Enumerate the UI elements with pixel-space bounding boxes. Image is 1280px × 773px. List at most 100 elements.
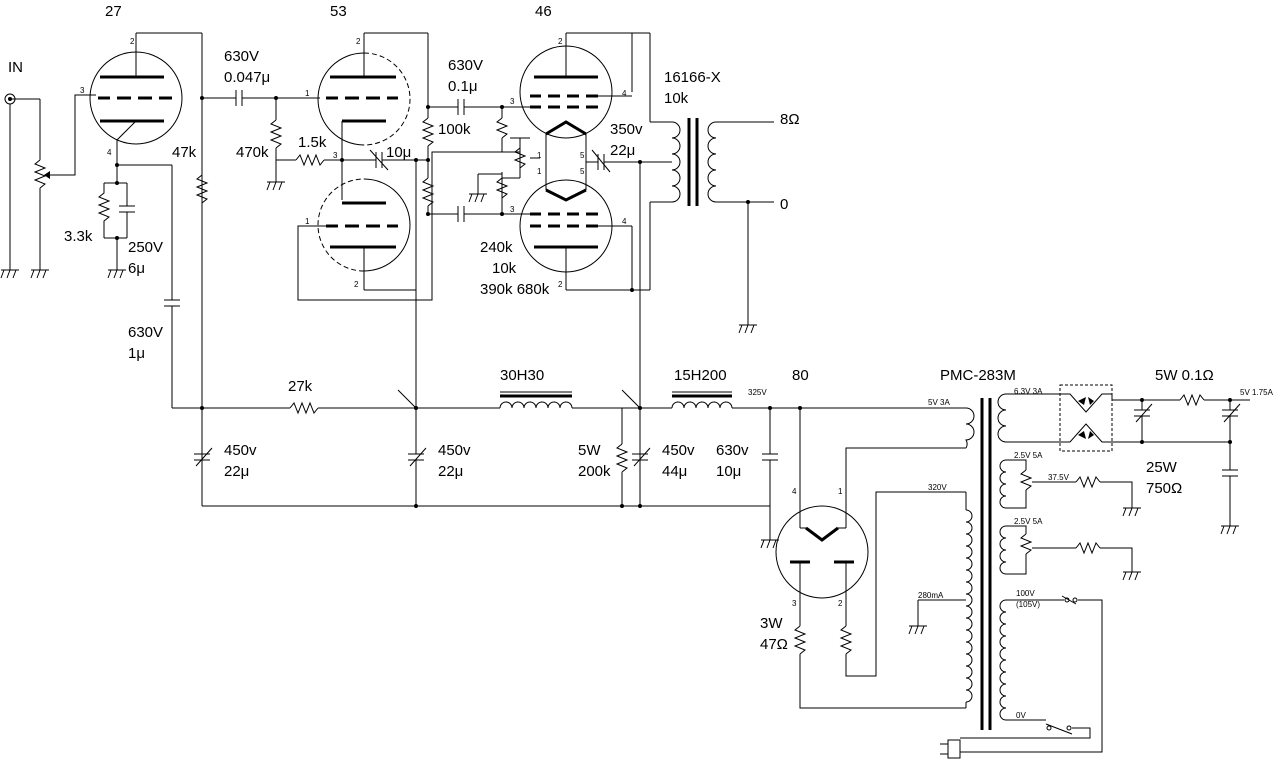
pin-label: 1: [537, 151, 542, 160]
c-630v-10u: [762, 408, 778, 540]
c-22u-label: 22μ: [438, 463, 463, 480]
r-10k-label: 10k: [492, 260, 517, 277]
c-1u-label: 1μ: [128, 345, 145, 362]
c-630v-0047u: [200, 90, 320, 106]
r-100k-plates: [414, 117, 435, 408]
pri-100v-label: 100V: [1016, 589, 1035, 598]
c-44u-label: 44μ: [662, 463, 687, 480]
h-25v-a-label: 2.5V 5A: [1014, 451, 1043, 460]
ground-symbol: [1122, 507, 1141, 517]
pri-105v-label: (105V): [1016, 600, 1040, 609]
ground-symbol: [1122, 571, 1141, 581]
c-630v-label: 630V: [128, 324, 163, 341]
ground-symbol: [468, 193, 487, 203]
ground-symbol: [738, 324, 757, 334]
tube-46-lower: [519, 179, 650, 292]
r-470k-label: 470k: [236, 144, 269, 161]
c-22u-label: 22μ: [610, 142, 635, 159]
r-240k-label: 240k: [480, 239, 513, 256]
r-1k5-label: 1.5k: [298, 134, 327, 151]
r-200k-label: 200k: [578, 463, 611, 480]
h-25v-b-label: 2.5V 5A: [1014, 517, 1043, 526]
r-47k-plate: [195, 174, 209, 204]
c-filter-5v-a: [1134, 398, 1153, 444]
c-350v-label: 350v: [610, 121, 643, 138]
r-750ohm-label: 750Ω: [1146, 480, 1182, 497]
ground-symbol: [0, 269, 19, 279]
c-450v-label: 450v: [224, 442, 257, 459]
r-3w-label: 3W: [760, 615, 783, 632]
pri-0v-label: 0V: [1016, 711, 1026, 720]
ground-symbol: [908, 625, 927, 635]
r-25w-label: 25W: [1146, 459, 1178, 476]
pin-label: 3: [333, 151, 338, 160]
tube-46-label: 46: [535, 3, 552, 20]
bridge-rectifier: [1059, 384, 1230, 452]
c-filter-5v-b: [1222, 398, 1241, 526]
ground-symbol: [30, 269, 49, 279]
pin-label: 5: [580, 151, 585, 160]
pin-label: 2: [354, 280, 359, 289]
b-plus-rail: [172, 389, 966, 508]
ot-model-label: 16166-X: [664, 69, 721, 86]
pin-label: 4: [107, 148, 112, 157]
h-63v-label: 6.3V 3A: [1014, 387, 1043, 396]
c-01u-label: 0.1μ: [448, 78, 478, 95]
choke-30h30-label: 30H30: [500, 367, 544, 384]
input-label: IN: [8, 59, 23, 76]
c-630v-1u: [164, 165, 180, 408]
pt-model-label: PMC-283M: [940, 367, 1016, 384]
tube-27-label: 27: [105, 3, 122, 20]
c-450v-44u: [632, 408, 651, 506]
tube-53-upper: [317, 32, 429, 200]
ot-impedance-label: 10k: [664, 90, 689, 107]
c-22u-label: 22μ: [224, 463, 249, 480]
c-450v-label: 450v: [662, 442, 695, 459]
pin-label: 3: [510, 97, 515, 106]
pin-label: 2: [130, 37, 135, 46]
v-375-label: 37.5V: [1048, 473, 1070, 482]
tube-46-upper: [519, 32, 633, 190]
ground-symbol: [107, 269, 126, 279]
ground-symbol: [760, 539, 779, 549]
c-10u-label: 10μ: [386, 144, 411, 161]
tube-27: [89, 32, 203, 506]
c-630v-label: 630V: [224, 48, 259, 65]
ct-280ma-label: 280mA: [918, 591, 944, 600]
ground-symbol: [1220, 525, 1239, 535]
r-5w-200k: [615, 408, 629, 506]
c-6u-label: 6μ: [128, 260, 145, 277]
pin-label: 1: [305, 89, 310, 98]
tube-80: [775, 408, 966, 709]
output-transformer: [632, 32, 774, 506]
cathode-27: [97, 163, 172, 270]
c-lower-coupling: [426, 206, 540, 222]
tube-80-label: 80: [792, 367, 809, 384]
r-5w-01ohm-label: 5W 0.1Ω: [1155, 367, 1214, 384]
r-100k-label: 100k: [438, 121, 471, 138]
c-0047u-label: 0.047μ: [224, 69, 270, 86]
pin-label: 2: [558, 37, 563, 46]
r-3k3-label: 3.3k: [64, 228, 93, 245]
c-450v-22u-a: [194, 408, 213, 506]
pin-label: 2: [838, 599, 843, 608]
ground-symbol: [266, 181, 285, 191]
r-5w-01ohm: [1179, 393, 1250, 407]
pin-label: 4: [792, 487, 797, 496]
pin-label: 1: [305, 217, 310, 226]
r-5w-label: 5W: [578, 442, 601, 459]
pin-label: 1: [537, 167, 542, 176]
c-10u-label: 10μ: [716, 463, 741, 480]
power-transformer: [917, 393, 1133, 759]
input-jack: [4, 93, 40, 270]
volume-potentiometer: [33, 94, 96, 270]
c-450v-label: 450v: [438, 442, 471, 459]
c-450v-22u-b: [408, 408, 427, 506]
c-350v-22u: [586, 149, 670, 173]
grid-bias-network: [477, 107, 540, 216]
pin-label: 5: [580, 167, 585, 176]
hv-320v-label: 320V: [928, 483, 947, 492]
r-470k-grid: [269, 98, 283, 182]
tube-53-lower: [297, 151, 520, 301]
